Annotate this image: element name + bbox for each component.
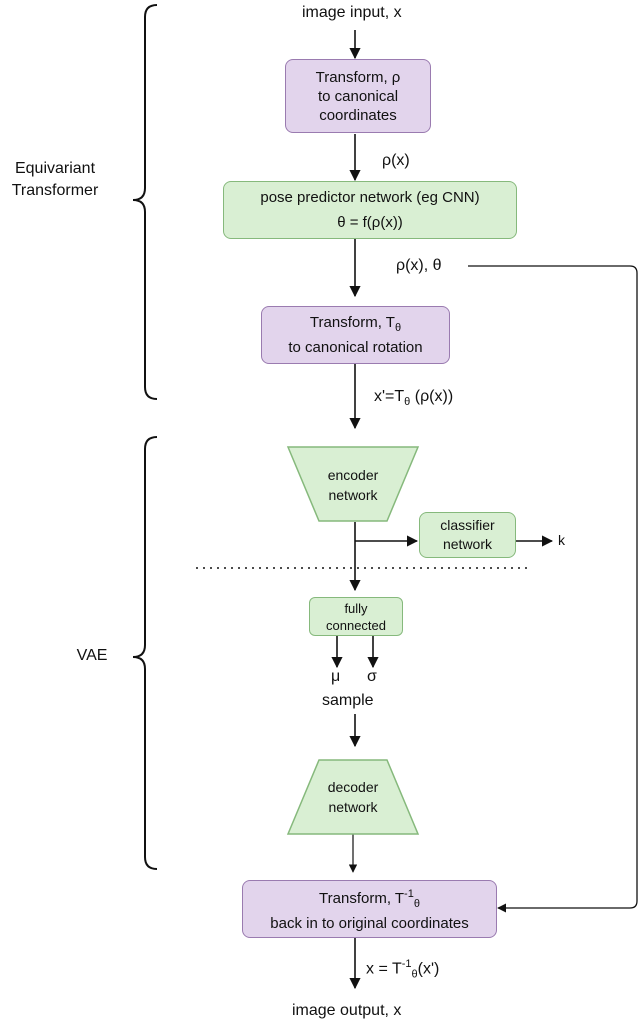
inverse-line2: back in to original coordinates [270, 915, 469, 932]
x-prime-label: x'=Tθ (ρ(x)) [374, 388, 454, 409]
sample-label: sample [322, 692, 374, 709]
image-input-label: image input, x [302, 4, 402, 21]
transform-t-box: Transform, Tθ to canonical rotation [261, 306, 450, 364]
transform-t-line2: to canonical rotation [288, 339, 423, 356]
k-label: k [558, 532, 565, 548]
mu-label: μ [331, 668, 341, 685]
skip-connection-arrow [468, 265, 638, 913]
rho-theta-label: ρ(x), θ [396, 257, 442, 274]
pose-line2: θ = f(ρ(x)) [337, 214, 403, 231]
inverse-transform-box: Transform, T-1θ back in to original coor… [242, 880, 497, 938]
x-equation-label: x = T-1θ(x') [366, 958, 440, 981]
inverse-line1: Transform, T-1θ [319, 888, 420, 910]
decoder-network: decoder network [327, 779, 379, 815]
encoder-network: encoder network [327, 467, 379, 503]
decoder-shape [286, 759, 420, 835]
rho-x-label: ρ(x) [382, 152, 410, 169]
sigma-label: σ [367, 668, 377, 685]
pose-predictor-box: pose predictor network (eg CNN) θ = f(ρ(… [223, 181, 517, 239]
equivariant-brace [132, 4, 158, 400]
vae-label: VAE [76, 647, 108, 664]
pose-line1: pose predictor network (eg CNN) [260, 189, 480, 206]
encoder-shape [286, 446, 420, 522]
equivariant-transformer-label: Equivariant Transformer [11, 160, 99, 199]
transform-t-line1: Transform, Tθ [309, 314, 402, 334]
vae-brace [132, 436, 158, 870]
classifier-network-box: classifier network [419, 512, 516, 558]
fully-connected-box: fully connected [309, 597, 403, 636]
transform-rho-box: Transform, ρ to canonical coordinates [285, 59, 431, 133]
image-output-label: image output, x [292, 1002, 402, 1019]
